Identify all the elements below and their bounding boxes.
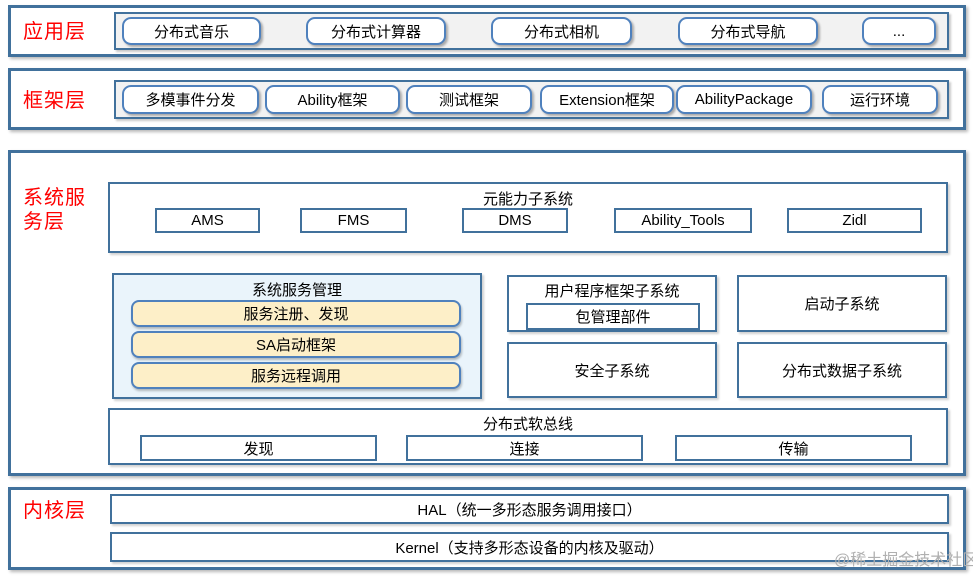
softbus-box: 分布式软总线 发现 连接 传输	[108, 408, 948, 465]
app-item-more: ...	[862, 17, 936, 45]
meta-ability-item: Zidl	[787, 208, 922, 233]
app-item: 分布式音乐	[122, 17, 261, 45]
framework-layer-tray: 多模事件分发 Ability框架 测试框架 Extension框架 Abilit…	[114, 80, 949, 119]
system-service-layer-section: 系统服务层 元能力子系统 AMS FMS DMS Ability_Tools Z…	[8, 150, 966, 476]
kernel-layer-section: 内核层 HAL（统一多形态服务调用接口） Kernel（支持多形态设备的内核及驱…	[8, 487, 966, 570]
softbus-item: 发现	[140, 435, 377, 461]
framework-item: Ability框架	[265, 85, 400, 114]
app-item: 分布式导航	[678, 17, 818, 45]
bundle-mgmt-part: 包管理部件	[526, 303, 700, 330]
app-layer-tray: 分布式音乐 分布式计算器 分布式相机 分布式导航 ...	[114, 12, 949, 50]
app-framework-title: 用户程序框架子系统	[544, 283, 680, 300]
kernel-layer-label: 内核层	[23, 500, 86, 522]
watermark: @稀土掘金技术社区	[834, 552, 973, 569]
app-framework-subsystem-box: 用户程序框架子系统 包管理部件	[507, 275, 717, 332]
service-mgmt-title: 系统服务管理	[251, 282, 342, 299]
security-subsystem-box: 安全子系统	[507, 342, 717, 398]
app-layer-section: 应用层 分布式音乐 分布式计算器 分布式相机 分布式导航 ...	[8, 5, 966, 57]
meta-ability-item: Ability_Tools	[614, 208, 752, 233]
service-mgmt-item: 服务远程调用	[131, 362, 461, 389]
meta-ability-item: FMS	[300, 208, 407, 233]
softbus-item: 传输	[675, 435, 912, 461]
startup-subsystem-box: 启动子系统	[737, 275, 947, 332]
framework-item: Extension框架	[540, 85, 674, 114]
app-item: 分布式相机	[491, 17, 632, 45]
meta-ability-title: 元能力子系统	[482, 191, 573, 208]
app-item: 分布式计算器	[306, 17, 446, 45]
meta-ability-item: DMS	[462, 208, 568, 233]
framework-item: AbilityPackage	[676, 85, 812, 114]
distributed-data-subsystem-box: 分布式数据子系统	[737, 342, 947, 398]
framework-layer-label: 框架层	[23, 90, 86, 112]
softbus-title: 分布式软总线	[482, 416, 573, 433]
meta-ability-item: AMS	[155, 208, 260, 233]
service-mgmt-item: 服务注册、发现	[131, 300, 461, 327]
framework-item: 运行环境	[822, 85, 938, 114]
service-mgmt-box: 系统服务管理 服务注册、发现 SA启动框架 服务远程调用	[112, 273, 482, 399]
service-mgmt-item: SA启动框架	[131, 331, 461, 358]
softbus-item: 连接	[406, 435, 643, 461]
app-layer-label: 应用层	[23, 21, 86, 43]
kernel-box: Kernel（支持多形态设备的内核及驱动）	[110, 532, 949, 562]
framework-layer-section: 框架层 多模事件分发 Ability框架 测试框架 Extension框架 Ab…	[8, 68, 966, 130]
framework-item: 测试框架	[406, 85, 532, 114]
system-service-layer-label: 系统服务层	[23, 187, 86, 233]
hal-box: HAL（统一多形态服务调用接口）	[110, 494, 949, 524]
framework-item: 多模事件分发	[122, 85, 259, 114]
meta-ability-subsystem-box: 元能力子系统 AMS FMS DMS Ability_Tools Zidl	[108, 182, 948, 253]
